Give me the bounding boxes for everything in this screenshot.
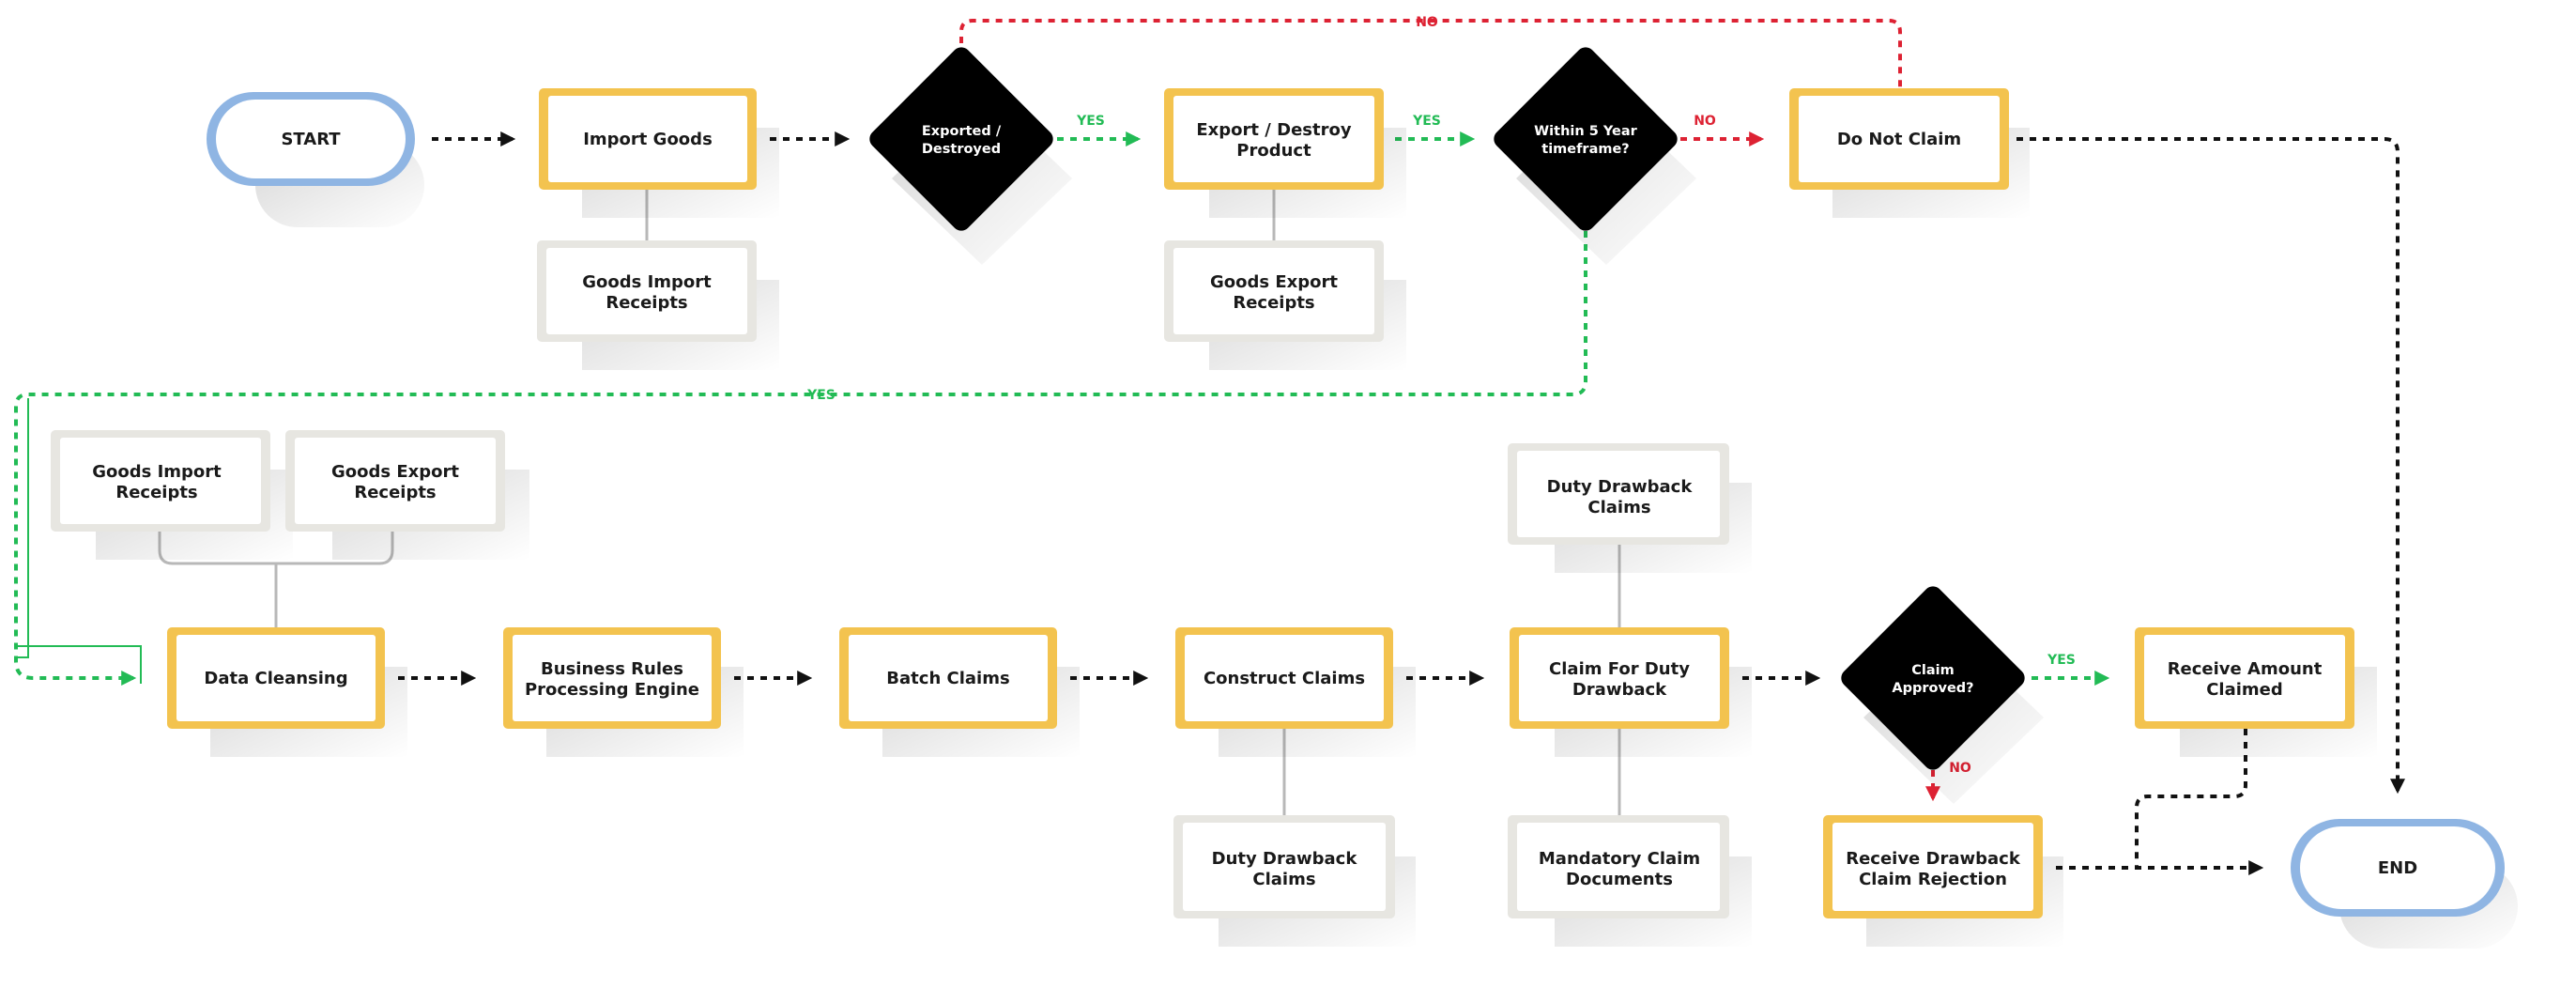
- terminal-start[interactable]: START: [207, 92, 424, 227]
- edge-label-exported-yes: YES: [1076, 114, 1105, 129]
- document-mandatory-claim-docs[interactable]: Mandatory Claim Documents: [1508, 815, 1752, 947]
- process-business-rules-line1: Business Rules: [541, 659, 683, 679]
- process-batch-claims[interactable]: Batch Claims: [839, 627, 1080, 757]
- edge-do-not-claim-to-end: [2016, 137, 2405, 795]
- process-business-rules[interactable]: Business Rules Processing Engine: [503, 627, 744, 757]
- document-mandatory-claim-docs-line2: Documents: [1566, 870, 1673, 889]
- cleansing-inflow-bracket: [16, 398, 142, 684]
- decision-exported-destroyed-line1: Exported /: [922, 124, 1002, 139]
- process-data-cleansing-label: Data Cleansing: [204, 669, 347, 688]
- document-import-receipts-top-line1: Goods Import: [582, 272, 712, 292]
- decision-claim-approved-line2: Approved?: [1892, 681, 1973, 696]
- process-claim-for-duty-line2: Drawback: [1572, 680, 1667, 700]
- decision-within-5-year[interactable]: Within 5 Year timeframe?: [1490, 43, 1696, 265]
- edge-label-exported-no: NO: [1416, 15, 1438, 30]
- process-receive-rejection[interactable]: Receive Drawback Claim Rejection: [1823, 815, 2063, 947]
- document-duty-drawback-claims-bottom-line1: Duty Drawback: [1212, 849, 1358, 869]
- document-export-receipts-bottom[interactable]: Goods Export Receipts: [285, 430, 529, 560]
- process-construct-claims[interactable]: Construct Claims: [1175, 627, 1416, 757]
- document-export-receipts-top[interactable]: Goods Export Receipts: [1164, 240, 1406, 370]
- document-import-receipts-top[interactable]: Goods Import Receipts: [537, 240, 779, 370]
- decision-within-5-year-line2: timeframe?: [1541, 142, 1629, 157]
- process-business-rules-line2: Processing Engine: [525, 680, 699, 700]
- edge-amount-to-end: [2135, 729, 2247, 868]
- decision-exported-destroyed-line2: Destroyed: [922, 142, 1001, 157]
- process-receive-amount-line2: Claimed: [2206, 680, 2283, 700]
- process-import-goods-label: Import Goods: [583, 130, 713, 149]
- decision-claim-approved[interactable]: Claim Approved?: [1837, 582, 2044, 804]
- process-receive-rejection-line1: Receive Drawback: [1846, 849, 2021, 869]
- document-duty-drawback-claims-top-line2: Claims: [1587, 498, 1650, 517]
- process-export-destroy-line2: Product: [1236, 141, 1311, 161]
- document-import-receipts-bottom[interactable]: Goods Import Receipts: [51, 430, 293, 560]
- process-construct-claims-label: Construct Claims: [1204, 669, 1365, 688]
- process-data-cleansing[interactable]: Data Cleansing: [167, 627, 407, 757]
- process-batch-claims-label: Batch Claims: [886, 669, 1009, 688]
- process-receive-amount-line1: Receive Amount: [2168, 659, 2323, 679]
- document-export-receipts-top-line2: Receipts: [1233, 293, 1314, 313]
- process-do-not-claim-label: Do Not Claim: [1837, 130, 1961, 149]
- document-export-receipts-top-line1: Goods Export: [1210, 272, 1338, 292]
- decision-within-5-year-line1: Within 5 Year: [1534, 124, 1637, 139]
- document-duty-drawback-claims-top[interactable]: Duty Drawback Claims: [1508, 443, 1752, 573]
- process-export-destroy[interactable]: Export / Destroy Product: [1164, 88, 1406, 218]
- edge-label-approved-yes: YES: [2047, 653, 2076, 668]
- document-import-receipts-bottom-line2: Receipts: [115, 483, 197, 502]
- document-duty-drawback-claims-bottom[interactable]: Duty Drawback Claims: [1173, 815, 1416, 947]
- process-export-destroy-line1: Export / Destroy: [1196, 120, 1351, 140]
- edges: [14, 19, 2405, 875]
- document-import-receipts-top-line2: Receipts: [606, 293, 687, 313]
- decision-claim-approved-line1: Claim: [1911, 663, 1954, 678]
- edge-within-yes: [14, 231, 1587, 686]
- process-claim-for-duty[interactable]: Claim For Duty Drawback: [1510, 627, 1752, 757]
- decision-exported-destroyed[interactable]: Exported / Destroyed: [866, 43, 1072, 265]
- process-claim-for-duty-line1: Claim For Duty: [1549, 659, 1690, 679]
- process-receive-rejection-line2: Claim Rejection: [1859, 870, 2007, 889]
- edge-label-within-no: NO: [1694, 114, 1716, 129]
- document-duty-drawback-claims-bottom-line2: Claims: [1252, 870, 1315, 889]
- document-export-receipts-bottom-line2: Receipts: [354, 483, 436, 502]
- process-receive-amount[interactable]: Receive Amount Claimed: [2135, 627, 2377, 757]
- document-export-receipts-bottom-line1: Goods Export: [331, 462, 459, 482]
- terminal-start-label: START: [281, 130, 341, 149]
- process-import-goods[interactable]: Import Goods: [539, 88, 779, 218]
- document-import-receipts-bottom-line1: Goods Import: [92, 462, 222, 482]
- edge-exported-no: [959, 19, 1902, 88]
- terminal-end-label: END: [2378, 858, 2417, 878]
- terminal-end[interactable]: END: [2291, 819, 2518, 949]
- document-mandatory-claim-docs-line1: Mandatory Claim: [1539, 849, 1700, 869]
- edge-label-within-yes: YES: [806, 388, 836, 403]
- document-duty-drawback-claims-top-line1: Duty Drawback: [1547, 477, 1694, 497]
- edge-label-export-yes: YES: [1412, 114, 1441, 129]
- process-do-not-claim[interactable]: Do Not Claim: [1789, 88, 2030, 218]
